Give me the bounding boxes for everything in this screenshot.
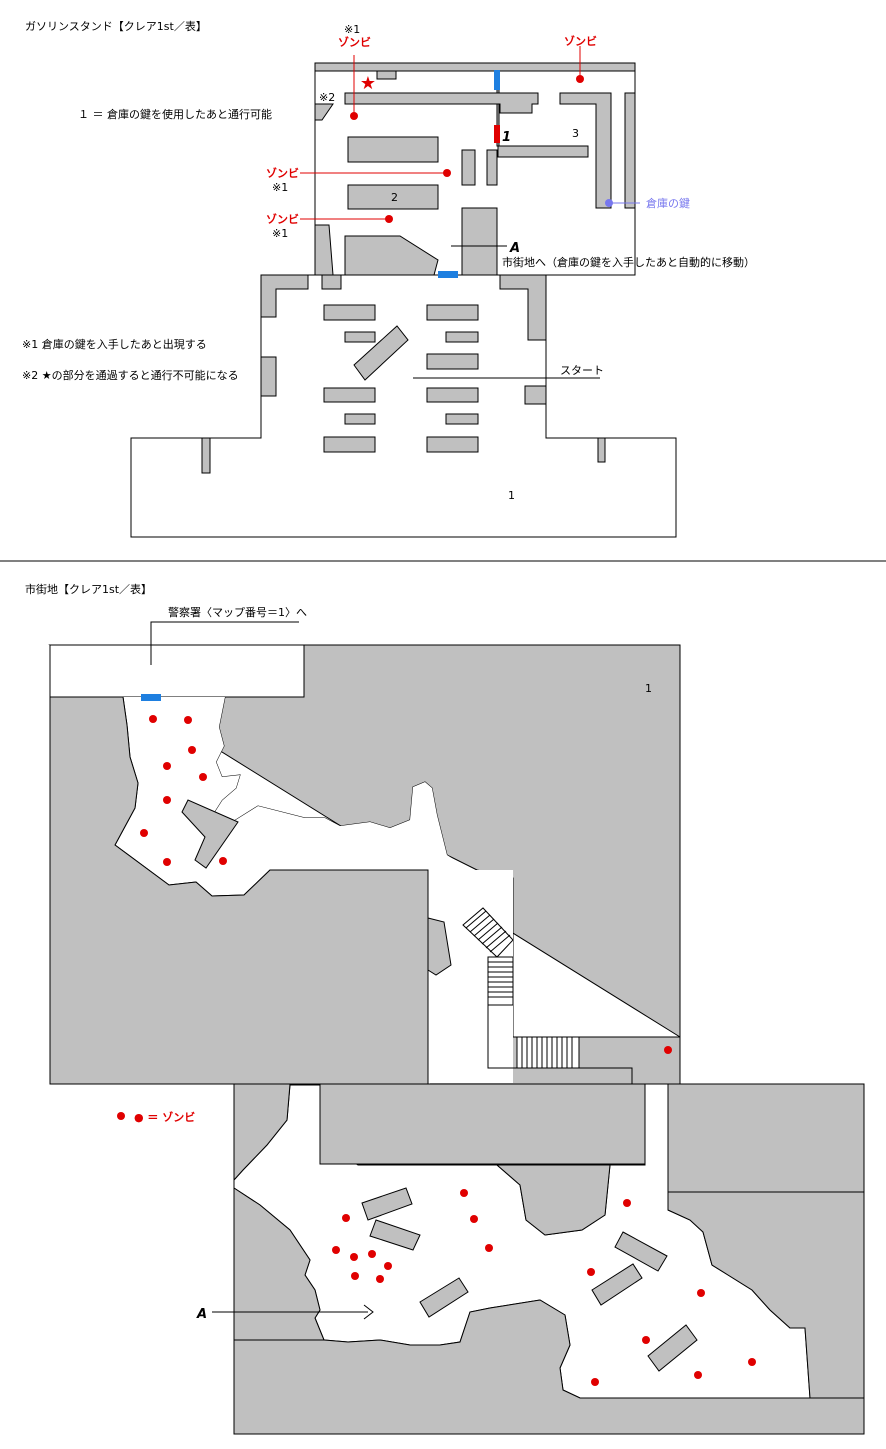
street-obstacles xyxy=(49,696,865,1435)
mark-k1: ※1 xyxy=(344,23,360,36)
zombie-marker xyxy=(443,169,451,177)
gas-station-title: ガソリンスタンド【クレア1st／表】 xyxy=(25,19,207,33)
city-street-map: 市街地【クレア1st／表】 警察署〈マップ番号＝1〉へ 1 ● ＝ ゾンビ A xyxy=(25,582,865,1435)
legend-label: ● ＝ ゾンビ xyxy=(134,1110,195,1124)
note-k1: ※1 倉庫の鍵を入手したあと出現する xyxy=(22,337,207,351)
note-door-1: １ ＝ 倉庫の鍵を使用したあと通行可能 xyxy=(78,107,272,121)
street-room-label-1: 1 xyxy=(645,682,652,695)
to-police-label: 警察署〈マップ番号＝1〉へ xyxy=(168,605,307,619)
point-a-label-bottom: A xyxy=(196,1307,207,1322)
mark-k1: ※1 xyxy=(272,227,288,240)
zombie-label: ゾンビ xyxy=(266,212,299,226)
door-blue-upper xyxy=(494,70,500,90)
zombie-label: ゾンビ xyxy=(564,34,597,48)
zombie-marker xyxy=(350,112,358,120)
stair-steps xyxy=(465,910,573,1068)
to-street-label: 市街地へ（倉庫の鍵を入手したあと自動的に移動） xyxy=(502,255,755,269)
street-branch-left xyxy=(115,697,470,1084)
legend-zombie-dot xyxy=(117,1112,125,1120)
door-red-locked xyxy=(494,125,500,143)
point-a-label-top: A xyxy=(509,241,520,256)
door-blue-police xyxy=(141,694,161,701)
key-icon xyxy=(605,199,613,207)
room-label-1: 1 xyxy=(508,489,515,502)
mark-k2: ※2 xyxy=(319,91,335,104)
zombie-markers-top xyxy=(350,75,584,223)
zombie-marker xyxy=(576,75,584,83)
note-k2: ※2 ★の部分を通過すると通行不可能になる xyxy=(22,368,239,382)
start-label: スタート xyxy=(560,364,604,377)
lower-walls xyxy=(201,274,606,474)
zombie-leader-lines xyxy=(300,46,581,220)
route-to-police xyxy=(49,644,305,698)
room-label-3: 3 xyxy=(572,127,579,140)
gas-station-map: ★ ガソリンスタンド【クレア1st／表】 １ ＝ 倉庫の鍵を使用したあと通行可能… xyxy=(22,19,755,538)
point-a-arrowhead xyxy=(363,1304,374,1320)
star-icon: ★ xyxy=(360,73,376,94)
key-label: 倉庫の鍵 xyxy=(646,196,690,210)
upper-walls xyxy=(314,62,636,276)
zombie-label: ゾンビ xyxy=(266,166,299,180)
city-street-title: 市街地【クレア1st／表】 xyxy=(25,582,152,596)
mark-k1: ※1 xyxy=(272,181,288,194)
police-route-pointer xyxy=(150,621,299,665)
zombie-label: ゾンビ xyxy=(338,35,371,49)
zombie-marker xyxy=(385,215,393,223)
door-number-1: 1 xyxy=(502,130,511,145)
door-blue-lower xyxy=(438,271,458,278)
zombie-markers-bottom xyxy=(140,715,756,1386)
gas-station-lower-building xyxy=(130,274,677,538)
room-label-2: 2 xyxy=(391,191,398,204)
